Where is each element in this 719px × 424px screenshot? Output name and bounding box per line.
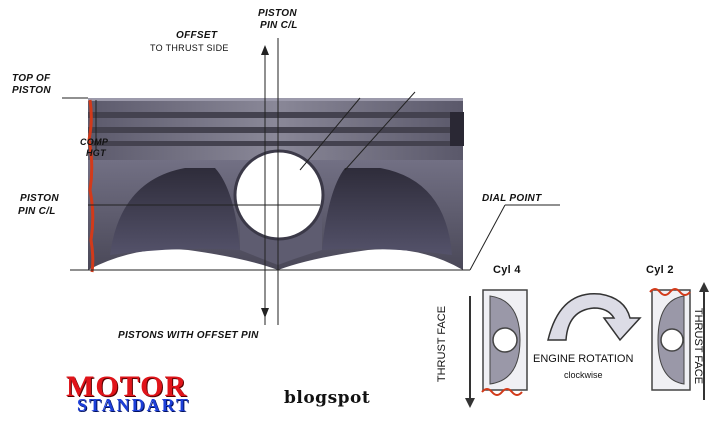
thrust-face-right-label: THRUST FACE (692, 307, 705, 385)
cyl2-label: Cyl 2 (646, 264, 674, 276)
engine-rotation-label: ENGINE ROTATION (533, 353, 634, 365)
brand-blogspot: blogspot (284, 388, 371, 408)
top-of-piston-label-1: TOP OF (12, 73, 51, 84)
to-thrust-side-label: TO THRUST SIDE (150, 43, 229, 53)
piston-wear-mark (87, 99, 95, 273)
top-of-piston-label-2: PISTON (12, 85, 51, 96)
comp-hgt-label-1: COMP (80, 137, 109, 147)
rotation-arrow (547, 292, 642, 342)
pistons-offset-pin-caption: PISTONS WITH OFFSET PIN (118, 330, 259, 341)
offset-arrow (261, 45, 269, 55)
piston-pin-cl-left-label-2: PIN C/L (18, 206, 56, 217)
cyl2-diagram (649, 288, 691, 391)
offset-arrow-bottom (261, 308, 269, 318)
comp-hgt-label-2: HGT (86, 148, 106, 158)
cyl4-label: Cyl 4 (493, 264, 521, 276)
piston-pin-cl-top-label-1: PISTON (258, 8, 297, 19)
piston-pin-cl-top-label-2: PIN C/L (260, 20, 298, 31)
pin-bore (233, 149, 325, 241)
brand-standart: STANDART (77, 395, 191, 415)
dial-point-label: DIAL POINT (482, 193, 542, 204)
offset-label: OFFSET (176, 30, 218, 41)
piston-pin-cl-left-label-1: PISTON (20, 193, 59, 204)
thrust-face-left-label: THRUST FACE (436, 305, 449, 383)
brand-motor: MOTOR (66, 370, 188, 403)
clockwise-label: clockwise (564, 370, 603, 380)
cyl4-diagram (481, 289, 528, 396)
